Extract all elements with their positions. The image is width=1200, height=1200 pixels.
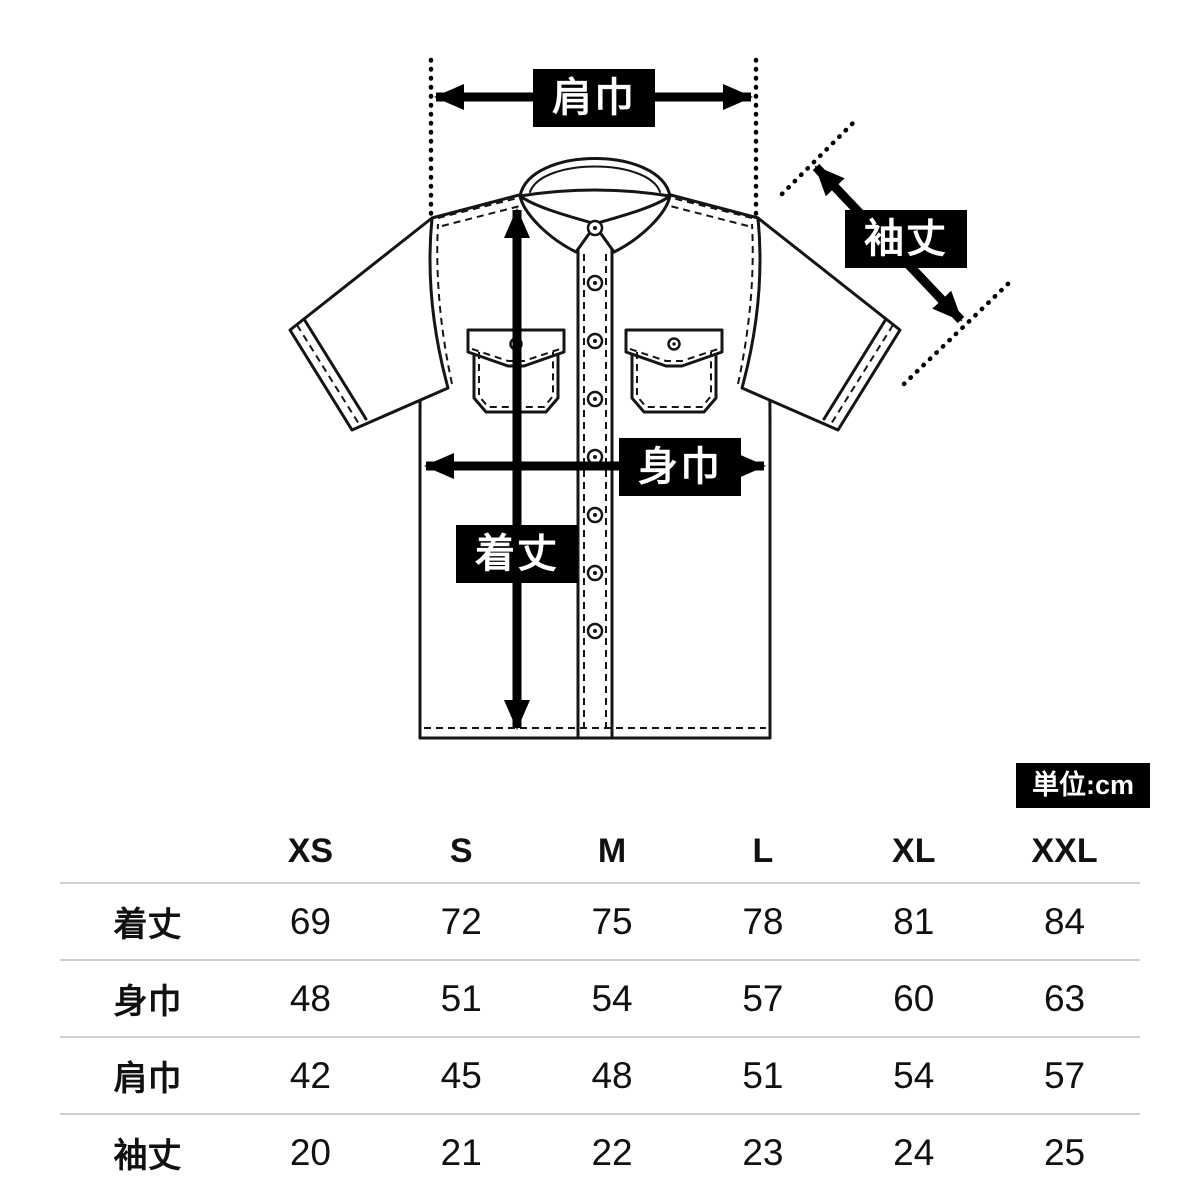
column-header: S xyxy=(449,831,473,870)
size-value: 24 xyxy=(893,1131,935,1173)
row-label: 袖丈 xyxy=(113,1137,182,1175)
size-value: 51 xyxy=(440,977,482,1019)
column-header: XXL xyxy=(1031,831,1098,870)
size-value: 54 xyxy=(591,977,633,1019)
size-value: 22 xyxy=(591,1131,633,1173)
size-value: 84 xyxy=(1043,900,1086,942)
column-header: M xyxy=(597,831,627,870)
size-value: 48 xyxy=(289,977,331,1019)
label-body-length: 着丈 xyxy=(456,525,578,583)
guide-lines xyxy=(428,57,1015,387)
table-header-row: XS S M L XL XXL xyxy=(60,820,1140,882)
size-value: 54 xyxy=(893,1054,935,1096)
label-shoulder-width: 肩巾 xyxy=(533,69,655,127)
stitching xyxy=(296,197,894,734)
size-table: XS S M L XL XXL 着丈 69 72 75 78 81 84 身巾 … xyxy=(60,820,1140,1190)
size-value: 42 xyxy=(289,1054,331,1096)
size-value: 51 xyxy=(742,1054,784,1096)
size-value: 72 xyxy=(440,900,482,942)
size-value: 69 xyxy=(289,900,331,942)
table-row: 袖丈 20 21 22 23 24 25 xyxy=(60,1113,1140,1190)
size-value: 57 xyxy=(742,977,784,1019)
size-value: 21 xyxy=(440,1131,482,1173)
size-value: 78 xyxy=(742,900,784,942)
table-row: 肩巾 42 45 48 51 54 57 xyxy=(60,1036,1140,1113)
size-value: 48 xyxy=(591,1054,633,1096)
label-sleeve-length: 袖丈 xyxy=(845,210,967,268)
size-value: 57 xyxy=(1043,1054,1086,1096)
size-value: 60 xyxy=(893,977,935,1019)
size-value: 45 xyxy=(440,1054,482,1096)
size-value: 81 xyxy=(893,900,935,942)
unit-badge: 単位:cm xyxy=(1016,763,1151,808)
row-label: 身巾 xyxy=(113,983,182,1021)
table-row: 身巾 48 51 54 57 60 63 xyxy=(60,959,1140,1036)
column-header: XL xyxy=(892,831,936,870)
size-value: 25 xyxy=(1043,1131,1086,1173)
shirt-illustration xyxy=(288,157,902,740)
size-value: 75 xyxy=(591,900,633,942)
table-row: 着丈 69 72 75 78 81 84 xyxy=(60,882,1140,959)
size-value: 20 xyxy=(289,1131,331,1173)
column-header: L xyxy=(752,831,774,870)
shirt-diagram xyxy=(288,57,1015,740)
row-label: 肩巾 xyxy=(113,1060,182,1098)
size-value: 63 xyxy=(1043,977,1086,1019)
column-header: XS xyxy=(287,831,334,870)
size-value: 23 xyxy=(742,1131,784,1173)
row-label: 着丈 xyxy=(113,906,182,944)
label-body-width: 身巾 xyxy=(619,438,741,496)
